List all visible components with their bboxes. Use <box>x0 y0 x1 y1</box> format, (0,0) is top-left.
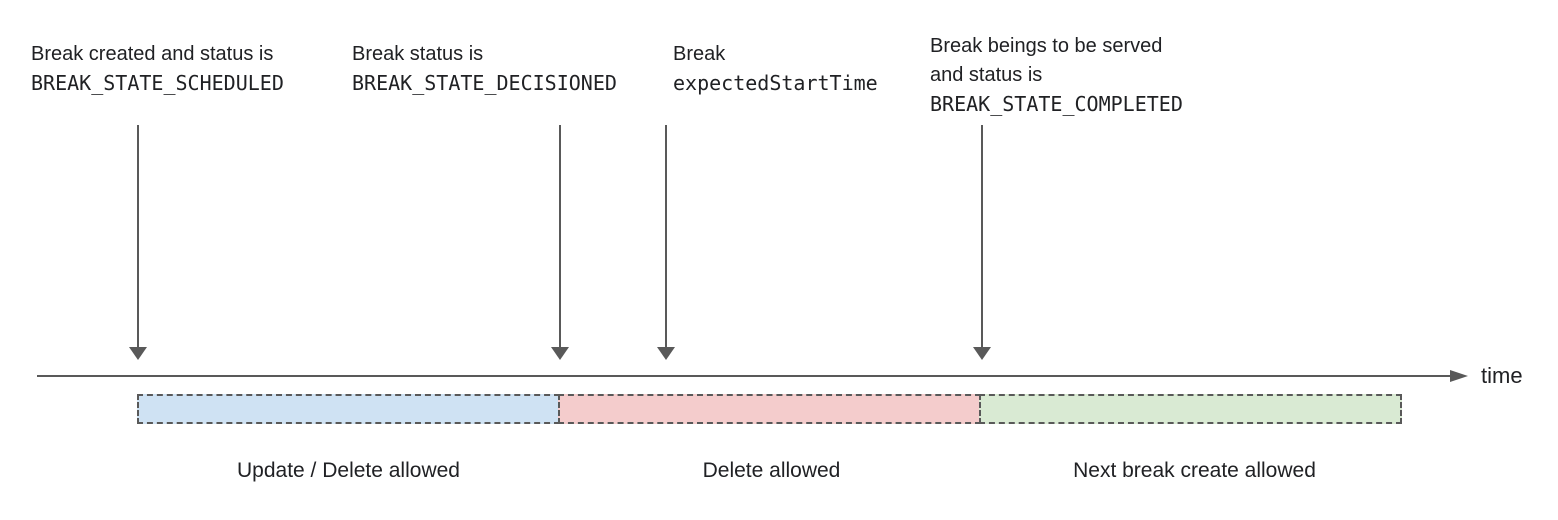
segment-label-delete-allowed: Delete allowed <box>702 459 841 482</box>
down-arrowhead-icon <box>551 347 569 360</box>
annotation-text: Break beings to be served <box>930 35 1163 57</box>
annotation-text: Break <box>673 43 726 65</box>
segment-delete-allowed <box>558 394 981 424</box>
arrow-shaft <box>559 125 561 347</box>
annotation-text: Break created and status is <box>31 43 274 65</box>
down-arrow-break-completed <box>973 125 991 360</box>
segment-label-update-delete-allowed: Update / Delete allowed <box>237 459 460 482</box>
time-axis-label: time <box>1481 363 1523 388</box>
segment-labels-row: Update / Delete allowed Delete allowed N… <box>137 458 1406 484</box>
annotation-text: and status is <box>930 64 1043 86</box>
annotation-code: expectedStartTime <box>673 71 878 95</box>
arrow-shaft <box>137 125 139 347</box>
annotation-code: BREAK_STATE_DECISIONED <box>352 71 617 95</box>
annotation-break-completed: Break beings to be served and status is … <box>930 32 1183 119</box>
down-arrow-break-decisioned <box>551 125 569 360</box>
time-axis-line <box>37 375 1450 377</box>
annotation-text: Break status is <box>352 43 484 65</box>
annotation-break-scheduled: Break created and status is BREAK_STATE_… <box>31 40 284 98</box>
down-arrowhead-icon <box>973 347 991 360</box>
down-arrow-break-created <box>129 125 147 360</box>
segment-label-next-break-create-allowed: Next break create allowed <box>1073 459 1316 482</box>
annotation-break-decisioned: Break status is BREAK_STATE_DECISIONED <box>352 40 617 98</box>
annotation-code: BREAK_STATE_SCHEDULED <box>31 71 284 95</box>
down-arrow-expected-start-time <box>657 125 675 360</box>
timeline-bar <box>137 394 1402 424</box>
annotation-code: BREAK_STATE_COMPLETED <box>930 92 1183 116</box>
down-arrowhead-icon <box>129 347 147 360</box>
segment-next-break-create-allowed <box>979 394 1402 424</box>
segment-update-delete-allowed <box>137 394 560 424</box>
right-arrowhead-icon <box>1450 370 1468 382</box>
arrow-shaft <box>981 125 983 347</box>
down-arrowhead-icon <box>657 347 675 360</box>
arrow-shaft <box>665 125 667 347</box>
annotation-expected-start-time: Break expectedStartTime <box>673 40 878 98</box>
